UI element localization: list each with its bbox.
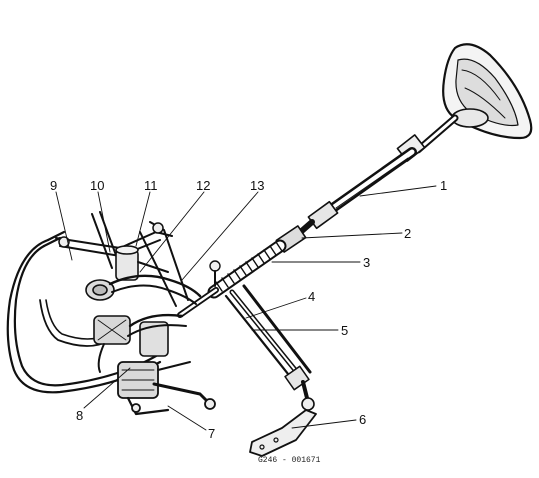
callout-11: 11 <box>144 178 158 193</box>
callout-2: 2 <box>404 226 411 241</box>
pedal-rods <box>224 284 315 411</box>
callout-9: 9 <box>50 178 57 193</box>
callout-10: 10 <box>90 178 104 193</box>
fluid-loop-pipe <box>6 230 162 394</box>
callout-13: 13 <box>250 178 264 193</box>
lower-shaft <box>177 260 221 318</box>
callout-1: 1 <box>440 178 447 193</box>
callout-3: 3 <box>363 255 370 270</box>
callout-6: 6 <box>359 412 366 427</box>
callout-5: 5 <box>341 323 348 338</box>
callout-7: 7 <box>208 426 215 441</box>
callout-labels: 1 2 3 4 5 6 7 8 9 10 11 12 13 <box>50 178 447 441</box>
steering-box <box>117 361 216 416</box>
steering-wheel <box>442 43 533 140</box>
reference-code: G246 - 001671 <box>258 456 321 465</box>
pump-cluster <box>85 245 202 373</box>
callout-8: 8 <box>76 408 83 423</box>
steering-column <box>275 114 459 253</box>
callout-4: 4 <box>308 289 315 304</box>
leader-lines <box>55 185 437 431</box>
column-bellows <box>207 239 287 299</box>
callout-12: 12 <box>196 178 210 193</box>
pedal <box>249 409 317 457</box>
